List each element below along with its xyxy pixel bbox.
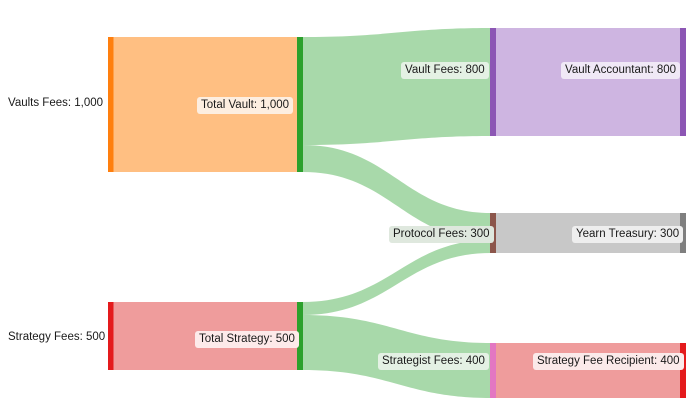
node-label-vault-accountant: Vault Accountant: 800 (561, 62, 681, 79)
node-strategy-fees[interactable] (108, 302, 114, 370)
node-label-vault-fees: Vault Fees: 800 (401, 62, 489, 79)
node-label-protocol-fees: Protocol Fees: 300 (389, 226, 494, 243)
node-strategy-fee-recipient[interactable] (680, 343, 686, 398)
node-label-strategy-fees: Strategy Fees: 500 (8, 331, 106, 343)
node-vault-fees[interactable] (490, 28, 496, 136)
node-strategist-fees[interactable] (490, 343, 496, 398)
node-label-yearn-treasury: Yearn Treasury: 300 (572, 226, 684, 243)
node-vaults-fees[interactable] (108, 37, 114, 172)
node-label-vaults-fees: Vaults Fees: 1,000 (8, 97, 104, 109)
node-label-strategist-fees: Strategist Fees: 400 (378, 353, 489, 370)
link-total-strategy-to-protocol-fees (303, 240, 491, 315)
link-vault-fees-to-vault-accountant (496, 28, 681, 136)
node-vault-accountant[interactable] (680, 28, 686, 136)
sankey-links (113, 28, 681, 398)
link-total-vault-to-protocol-fees (303, 145, 491, 240)
node-label-strategy-fee-recipient: Strategy Fee Recipient: 400 (533, 353, 684, 370)
node-label-total-strategy: Total Strategy: 500 (195, 331, 299, 348)
node-total-vault[interactable] (297, 37, 303, 172)
node-total-strategy[interactable] (297, 302, 303, 370)
node-label-total-vault: Total Vault: 1,000 (197, 97, 294, 114)
link-total-vault-to-vault-fees (303, 28, 491, 145)
link-strategist-fees-to-strategy-fee-recipient (496, 343, 681, 398)
